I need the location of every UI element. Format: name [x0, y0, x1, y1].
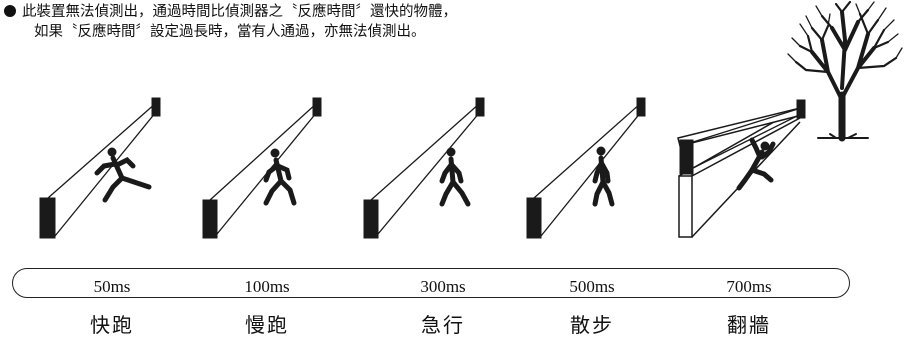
tree-icon: [787, 0, 903, 142]
beam-line: [692, 107, 802, 143]
sensor-post-icon: [526, 197, 542, 239]
beam-line: [540, 111, 642, 237]
sensor-post-icon: [202, 199, 218, 239]
time-label: 50ms: [93, 277, 131, 296]
scene-5: [677, 99, 806, 238]
time-label: 500ms: [569, 277, 615, 296]
sensor-receiver-icon: [151, 97, 161, 117]
action-label: 翻牆: [727, 313, 771, 337]
beam-line: [54, 111, 157, 237]
note-line-2: 如果〝反應時間〞設定過長時，當有人通過，亦無法偵測出。: [34, 24, 426, 40]
scene-2: [202, 97, 322, 239]
scene-4: [526, 97, 646, 239]
action-label: 散步: [570, 313, 614, 337]
scene-1: [39, 97, 161, 239]
sensor-receiver-icon: [636, 97, 646, 117]
sensor-receiver-icon: [312, 97, 322, 117]
time-label: 300ms: [420, 277, 466, 296]
sensor-post-icon: [39, 197, 56, 239]
jogging-person-icon: [263, 148, 297, 206]
time-label: 100ms: [244, 277, 290, 296]
beam-line: [692, 113, 802, 169]
sensor-post-icon: [363, 199, 379, 239]
sprinting-person-icon: [94, 147, 152, 203]
warning-note: 此裝置無法偵測出，通過時間比偵測器之〝反應時間〞還快的物體， 如果〝反應時間〞設…: [4, 2, 457, 42]
beam-line: [370, 102, 481, 201]
sensor-post-icon: [679, 139, 694, 175]
time-label: 700ms: [726, 277, 772, 296]
beam-line: [47, 102, 157, 199]
fast-walking-person-icon: [439, 147, 471, 207]
walking-person-icon: [592, 146, 615, 207]
reaction-time-scale: [12, 268, 850, 298]
action-label: 急行: [421, 313, 465, 337]
bullet-icon: [4, 5, 16, 17]
climbing-person-icon: [736, 137, 776, 191]
scene-3: [363, 97, 485, 239]
note-line-1: 此裝置無法偵測出，通過時間比偵測器之〝反應時間〞還快的物體，: [22, 4, 457, 20]
beam-line: [377, 111, 481, 235]
beam-line: [209, 102, 318, 201]
beam-line: [533, 102, 642, 199]
action-label: 慢跑: [245, 313, 289, 337]
action-label: 快跑: [90, 313, 134, 337]
wall-icon: [678, 113, 801, 238]
sensor-receiver-icon: [475, 97, 485, 117]
